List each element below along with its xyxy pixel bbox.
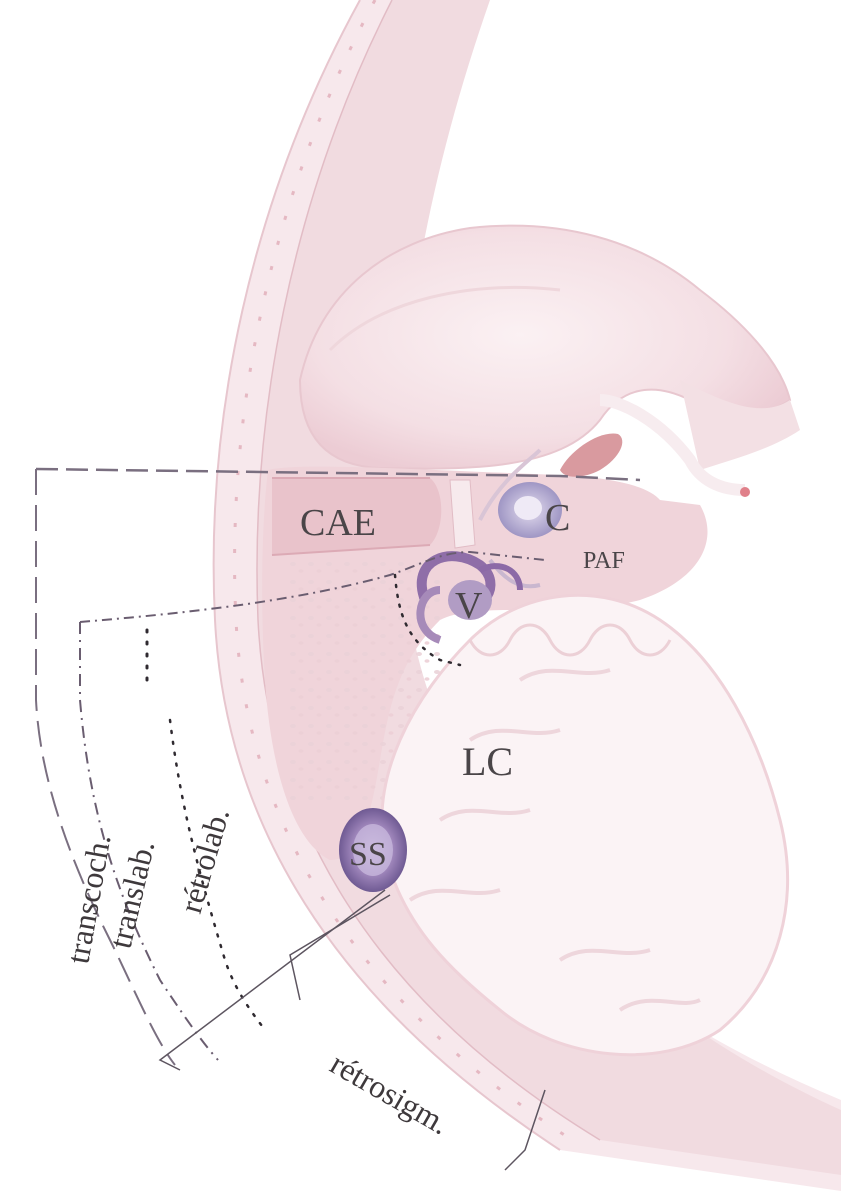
label-lc: LC (462, 739, 513, 784)
label-c: C (545, 497, 570, 539)
label-cae: CAE (300, 502, 376, 544)
label-ss: SS (349, 836, 387, 873)
label-v: V (455, 585, 483, 627)
label-paf: PAF (583, 548, 625, 574)
